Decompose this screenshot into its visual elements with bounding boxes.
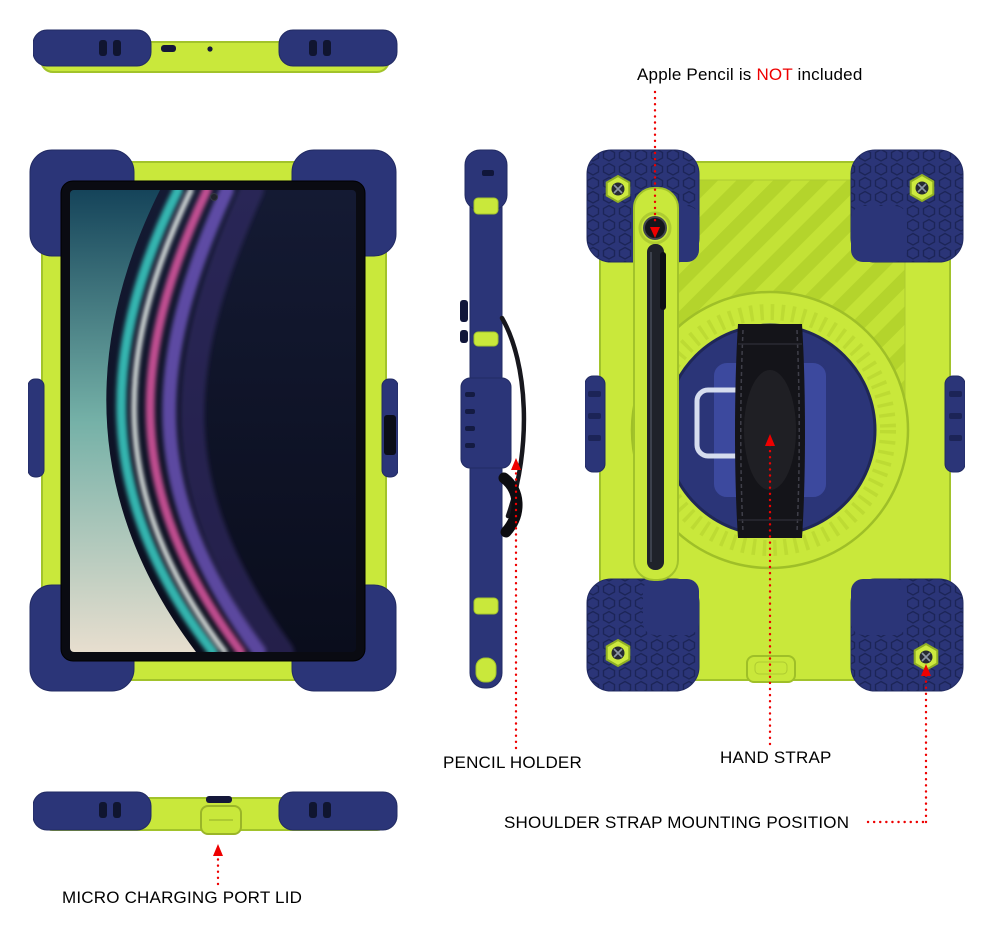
charging-port-slot — [206, 796, 232, 803]
top-edge-right-bumper — [278, 29, 398, 67]
hand-strap — [735, 324, 805, 538]
screen — [70, 190, 356, 652]
pencil-holder-label: PENCIL HOLDER — [443, 753, 582, 772]
s-pen — [647, 244, 666, 570]
speaker-slots-icon — [99, 40, 331, 56]
back-view — [585, 149, 965, 692]
grip-ridges — [465, 392, 475, 448]
charging-latch-tab — [746, 655, 796, 683]
shoulder-strap-screw-tl — [605, 174, 631, 204]
top-edge-left-bumper — [33, 29, 152, 67]
shoulder-strap-label: SHOULDER STRAP MOUNTING POSITION — [504, 813, 850, 832]
mic-hole-icon — [207, 46, 213, 52]
s-pen-clip — [660, 252, 666, 310]
side-speaker-slot — [482, 170, 494, 176]
shoulder-strap-screw-br — [913, 642, 939, 672]
bottom-edge-view — [33, 791, 398, 835]
apple-pencil-note-prefix: Apple Pencil is — [637, 65, 757, 84]
apple-pencil-note-highlight: NOT — [756, 65, 793, 84]
pencil-holder-top-hole — [643, 216, 667, 240]
front-camera-icon — [210, 193, 218, 201]
speaker-slots-icon — [99, 802, 331, 818]
strap-pin-slot — [384, 415, 396, 455]
bumper-ridges — [588, 391, 962, 441]
shoulder-strap-screw-tr — [909, 173, 935, 203]
charging-port-label: MICRO CHARGING PORT LID — [62, 888, 303, 907]
callout-line-shoulder-strap — [866, 670, 928, 824]
hand-strap-label: HAND STRAP — [720, 748, 832, 767]
apple-pencil-note: Apple Pencil is NOT included — [637, 65, 862, 85]
side-liner-segments — [473, 197, 499, 683]
side-edge-bumper — [460, 377, 512, 469]
charging-port-lid — [200, 805, 242, 835]
bottom-edge-right-bumper — [278, 791, 398, 831]
volume-buttons-icon — [460, 300, 468, 343]
back-right-edge-bumper — [944, 375, 965, 473]
front-view — [28, 149, 398, 692]
bottom-edge-left-bumper — [33, 791, 152, 831]
front-left-edge-bumper — [28, 378, 45, 478]
power-button-slot — [161, 45, 176, 52]
back-left-edge-bumper — [585, 375, 606, 473]
side-view — [460, 149, 527, 689]
apple-pencil-note-suffix: included — [792, 65, 863, 84]
top-edge-view — [33, 29, 398, 73]
shoulder-strap-screw-bl — [605, 638, 631, 668]
